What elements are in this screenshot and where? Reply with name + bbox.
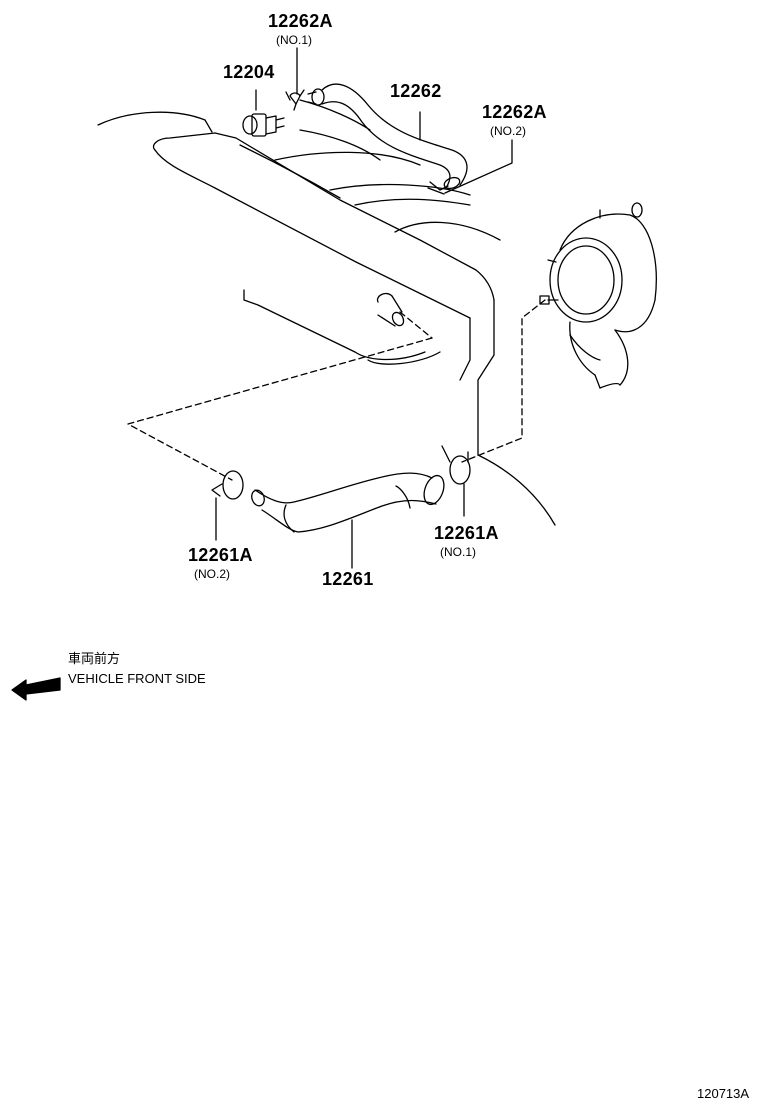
part-number-12262A-no1: 12262A [268, 11, 333, 31]
part-sub-12261A-no1: (NO.1) [440, 545, 476, 559]
hose-12262 [307, 83, 468, 190]
throttle-body [539, 202, 657, 389]
part-number-12262: 12262 [390, 81, 442, 101]
vehicle-front-label-jp: 車両前方 [68, 651, 121, 666]
clip-12261A-no2 [211, 470, 244, 541]
pcv-valve-12204 [242, 89, 285, 137]
clip-12262A-no1 [285, 47, 305, 111]
part-sub-12262A-no1: (NO.1) [276, 33, 312, 47]
part-number-12261A-no2: 12261A [188, 545, 253, 565]
clip-12261A-no1 [441, 445, 471, 517]
vehicle-front-arrow-icon [11, 677, 61, 701]
hose-12261 [251, 472, 445, 569]
part-number-12261A-no1: 12261A [434, 523, 499, 543]
part-number-12204: 12204 [223, 62, 275, 82]
part-sub-12262A-no2: (NO.2) [490, 124, 526, 138]
part-sub-12261A-no2: (NO.2) [194, 567, 230, 581]
part-number-12262A-no2: 12262A [482, 102, 547, 122]
connection-lines [127, 299, 546, 481]
illustration-code: 120713A [697, 1086, 750, 1101]
vehicle-front-label: VEHICLE FRONT SIDE [68, 671, 206, 686]
part-number-12261: 12261 [322, 569, 374, 589]
engine-head-outline [97, 99, 556, 526]
clip-12262A-no2 [427, 139, 513, 195]
